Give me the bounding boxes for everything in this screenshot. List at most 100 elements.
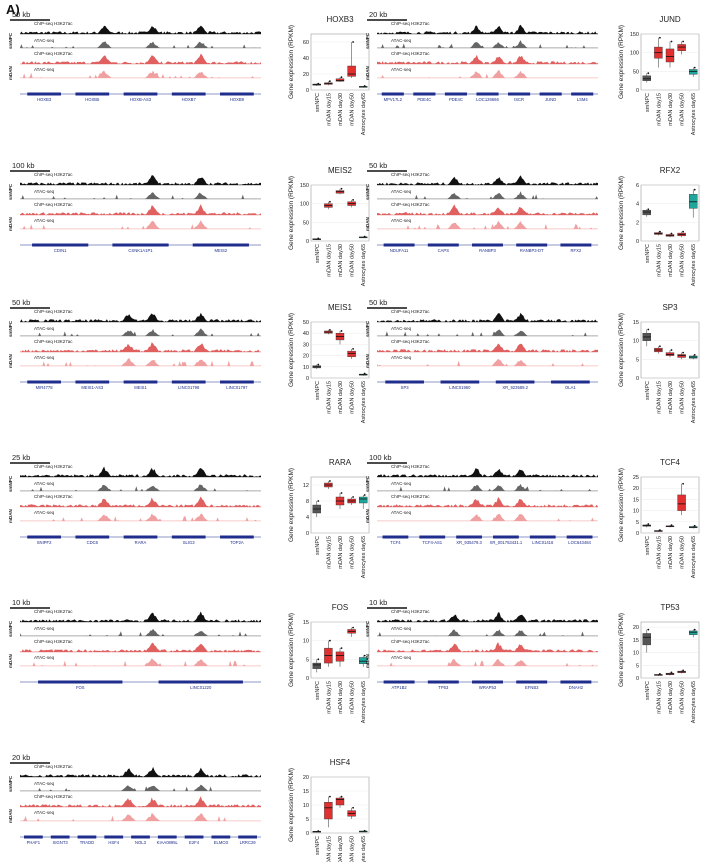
- scale-bar-label: 50 kb: [12, 298, 30, 307]
- gene-model: [50, 835, 70, 839]
- gene-model: [192, 243, 249, 247]
- cell-label-mdan: mDAN: [365, 66, 370, 80]
- x-tick-label: smNPC: [315, 381, 321, 400]
- data-point: [363, 654, 366, 657]
- y-tick-label: 8: [306, 499, 309, 505]
- data-point: [363, 85, 366, 87]
- gene-name: PHAF1: [27, 840, 41, 845]
- track-label: ATAC-seq: [391, 481, 412, 486]
- y-tick-label: 20: [633, 625, 639, 631]
- gene-name: MIR4778: [36, 385, 54, 390]
- panel-label: A): [6, 2, 20, 17]
- gene-name: TRADD: [80, 840, 94, 845]
- data-point: [352, 347, 354, 350]
- x-tick-label: mDAN day15: [326, 836, 332, 862]
- gene-name: WRAP53: [479, 685, 497, 690]
- signal-track: [377, 612, 598, 622]
- gene-model: [427, 243, 459, 247]
- track-label: ChIP-seq H3K27ac: [34, 609, 73, 614]
- y-tick-label: 100: [300, 202, 309, 208]
- track-label: ATAC-seq: [391, 626, 412, 631]
- x-tick-label: mDAN day50: [350, 836, 356, 862]
- x-tick-label: mDAN day50: [680, 381, 686, 414]
- x-tick-label: mDAN day15: [656, 93, 662, 126]
- track-label: ChIP-seq H3K27ac: [391, 172, 430, 177]
- x-tick-label: Astrocytes day65: [361, 93, 367, 135]
- y-tick-label: 40: [303, 56, 309, 62]
- signal-track: [377, 24, 598, 34]
- x-tick-label: mDAN day15: [656, 381, 662, 414]
- track-label: ATAC-seq: [34, 189, 55, 194]
- cell-label-smnpc: smNPC: [365, 32, 370, 49]
- cell-label-smnpc: smNPC: [365, 320, 370, 337]
- track-label: ChIP-seq H3K27ac: [391, 494, 430, 499]
- signal-track: [20, 611, 261, 622]
- y-tick-label: 50: [303, 320, 309, 326]
- signal-track: [20, 642, 261, 652]
- scale-bar-label: 100 kb: [12, 161, 35, 170]
- x-tick-label: Astrocytes day65: [691, 536, 697, 578]
- gene-name: RANBP3: [479, 248, 496, 253]
- boxplot-ylabel: Gene expression (RPKM): [618, 313, 625, 387]
- y-tick-label: 25: [633, 475, 639, 481]
- data-point: [647, 328, 650, 331]
- gene-name: XR_001753431.1: [490, 540, 523, 545]
- track-label: ATAC-seq: [391, 67, 412, 72]
- track-label: ChIP-seq H3K27ac: [34, 51, 73, 56]
- signal-track: [20, 312, 261, 322]
- x-tick-label: mDAN day15: [656, 244, 662, 277]
- data-point: [659, 345, 661, 348]
- y-tick-label: 0: [636, 88, 639, 94]
- data-point: [659, 36, 661, 39]
- data-point: [693, 188, 696, 191]
- data-point: [659, 230, 661, 233]
- box: [677, 494, 686, 511]
- x-tick-label: Astrocytes day65: [361, 381, 367, 423]
- signal-track: [377, 496, 598, 507]
- cell-label-mdan: mDAN: [365, 217, 370, 231]
- gene-name: FOS: [76, 685, 85, 690]
- gene-model: [516, 680, 548, 684]
- box: [642, 75, 651, 81]
- gene-name: LINC01220: [190, 685, 212, 690]
- track-label: ChIP-seq H3K27ac: [34, 794, 73, 799]
- signal-track: [20, 628, 261, 636]
- x-tick-label: mDAN day30: [338, 244, 344, 277]
- gene-name: XR_935479.3: [456, 540, 482, 545]
- y-tick-label: 5: [636, 520, 639, 526]
- signal-track: [20, 41, 261, 48]
- cell-label-smnpc: smNPC: [8, 183, 13, 200]
- box: [335, 651, 345, 662]
- gene-name: CSNK1A1P1: [128, 248, 153, 253]
- x-tick-label: mDAN day15: [656, 681, 662, 714]
- x-tick-label: mDAN day30: [668, 381, 674, 414]
- boxplot-title: RFX2: [660, 166, 681, 175]
- data-point: [659, 673, 661, 675]
- gene-model: [551, 380, 590, 384]
- signal-track: [20, 496, 261, 507]
- x-tick-label: smNPC: [645, 381, 651, 400]
- gene-model: [123, 380, 158, 384]
- x-tick-label: mDAN day30: [338, 536, 344, 569]
- data-point: [329, 480, 331, 482]
- gene-model: [24, 835, 43, 839]
- cell-label-smnpc: smNPC: [8, 320, 13, 337]
- data-point: [340, 76, 343, 79]
- data-point: [647, 72, 650, 75]
- gene-name: LRRC29: [240, 840, 257, 845]
- boxplot-ylabel: Gene expression (RPKM): [288, 176, 295, 250]
- gene-model: [171, 380, 206, 384]
- scale-bar-label: 10 kb: [369, 598, 387, 607]
- gene-model: [27, 92, 61, 96]
- x-tick-label: mDAN day30: [668, 93, 674, 126]
- y-tick-label: 0: [636, 531, 639, 537]
- plot-frame: [640, 476, 700, 534]
- x-tick-label: smNPC: [315, 836, 321, 855]
- y-tick-label: 6: [636, 183, 639, 189]
- signal-track: [20, 175, 261, 185]
- gene-model: [220, 535, 254, 539]
